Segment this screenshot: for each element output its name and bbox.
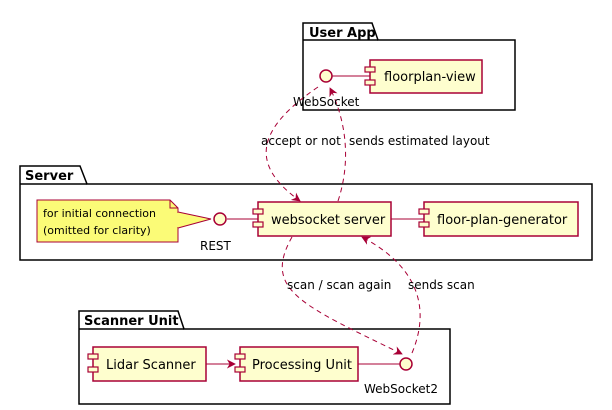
component-port-icon xyxy=(364,66,376,73)
rest-interface-icon xyxy=(213,212,227,226)
component-port-icon xyxy=(234,353,246,360)
websocket-interface-icon xyxy=(319,69,333,83)
interface-rest[interactable]: REST xyxy=(200,212,232,253)
package-user-app: User App xyxy=(302,22,516,111)
component-port-icon xyxy=(87,353,99,360)
note-fold-icon xyxy=(169,200,178,209)
component-label-lidar-scanner: Lidar Scanner xyxy=(106,358,196,373)
interface-label-websocket: WebSocket xyxy=(293,95,360,109)
package-title-user-app: User App xyxy=(309,26,376,41)
component-label-websocket-server: websocket server xyxy=(271,213,386,228)
component-port-icon xyxy=(252,208,264,215)
component-port-icon xyxy=(87,366,99,373)
note-line-1: for initial connection xyxy=(43,207,156,220)
package-scanner-unit: Scanner Unit xyxy=(78,310,451,405)
note-pointer xyxy=(177,211,212,229)
package-server: Server xyxy=(19,165,593,261)
component-label-processing-unit: Processing Unit xyxy=(252,358,352,373)
edge-sends-estimated-layout xyxy=(329,87,346,202)
edge-label-sends-estimated-layout: sends estimated layout xyxy=(349,134,490,148)
component-port-icon xyxy=(252,221,264,228)
edge-sends-scan xyxy=(361,236,421,354)
note-line-2: (omitted for clarity) xyxy=(43,224,151,237)
component-websocket-server[interactable]: websocket server xyxy=(252,201,392,237)
edge-scan-again xyxy=(281,236,403,355)
edge-accept-or-not xyxy=(265,86,319,202)
package-title-server: Server xyxy=(25,169,74,184)
interface-label-websocket2: WebSocket2 xyxy=(364,382,438,396)
component-floor-plan-generator[interactable]: floor-plan-generator xyxy=(418,201,579,237)
note-initial-connection: for initial connection (omitted for clar… xyxy=(36,199,212,243)
websocket2-interface-icon xyxy=(399,357,413,371)
interface-websocket2[interactable]: WebSocket2 xyxy=(364,357,438,396)
edge-label-sends-scan: sends scan xyxy=(408,278,475,292)
component-lidar-scanner[interactable]: Lidar Scanner xyxy=(87,346,207,382)
component-port-icon xyxy=(234,366,246,373)
component-label-floor-plan-generator: floor-plan-generator xyxy=(437,213,568,228)
edge-label-scan-again: scan / scan again xyxy=(287,278,391,292)
package-title-scanner-unit: Scanner Unit xyxy=(84,314,179,329)
interface-websocket[interactable]: WebSocket xyxy=(293,69,360,109)
component-port-icon xyxy=(418,208,430,215)
component-port-icon xyxy=(364,79,376,86)
component-label-floorplan-view: floorplan-view xyxy=(384,70,476,85)
component-processing-unit[interactable]: Processing Unit xyxy=(234,346,359,382)
component-port-icon xyxy=(418,221,430,228)
component-floorplan-view[interactable]: floorplan-view xyxy=(364,59,483,94)
edge-label-accept-or-not: accept or not xyxy=(261,134,341,148)
interface-label-rest: REST xyxy=(200,239,232,253)
